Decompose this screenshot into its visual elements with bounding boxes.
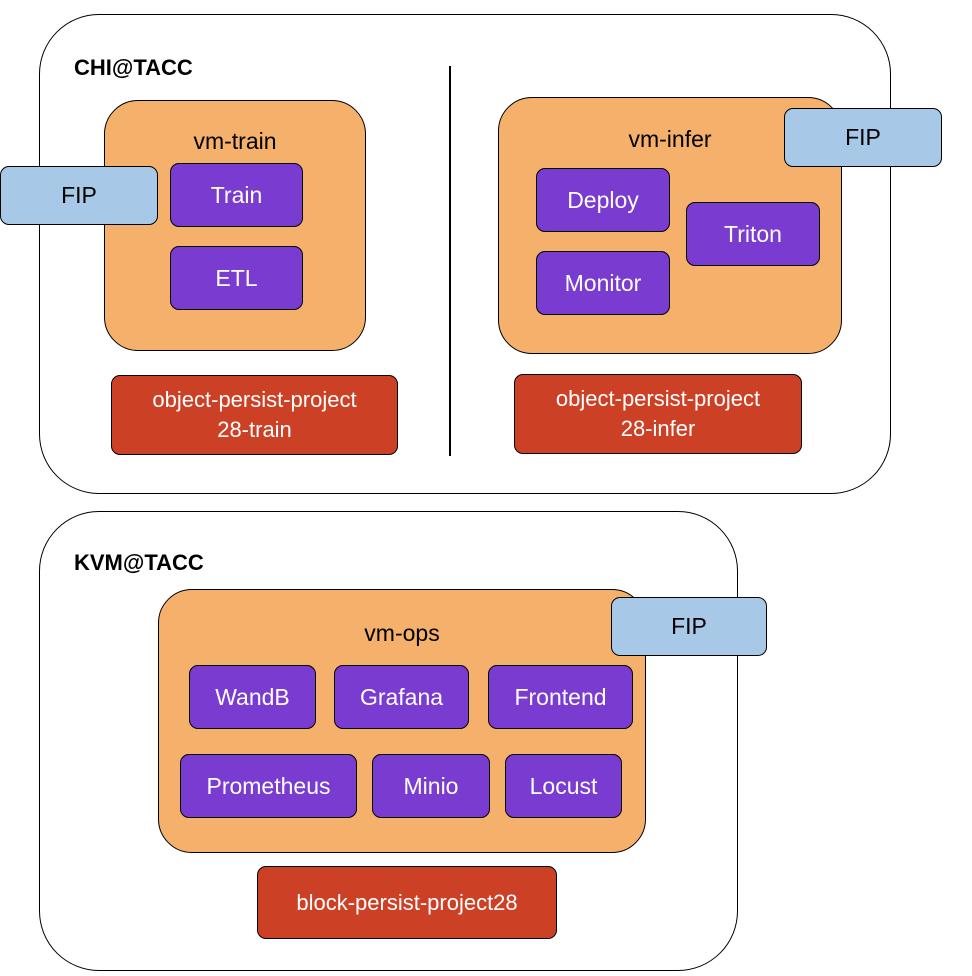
- storage-ops: block-persist-project28: [257, 866, 557, 939]
- vm-infer-label: vm-infer: [628, 126, 712, 152]
- site-label-kvm: KVM@TACC: [74, 550, 204, 575]
- vm-train-label: vm-train: [193, 128, 277, 154]
- fip-infer: FIP: [784, 108, 942, 167]
- service-locust: Locust: [505, 754, 622, 818]
- site-label-chi: CHI@TACC: [74, 55, 193, 80]
- service-frontend: Frontend: [488, 665, 633, 729]
- service-monitor: Monitor: [536, 251, 670, 315]
- service-wandb: WandB: [189, 665, 316, 729]
- storage-infer: object-persist-project 28-infer: [514, 374, 802, 454]
- storage-infer-line-1: object-persist-project: [555, 386, 761, 411]
- fip-train: FIP: [0, 166, 158, 225]
- storage-train: object-persist-project 28-train: [111, 375, 398, 455]
- storage-infer-line-2: 28-infer: [620, 416, 696, 441]
- service-minio: Minio: [372, 754, 490, 818]
- fip-ops: FIP: [611, 597, 767, 656]
- site-divider: [449, 66, 451, 456]
- storage-train-line-1: object-persist-project: [152, 387, 357, 412]
- service-prometheus: Prometheus: [180, 754, 357, 818]
- service-train: Train: [170, 163, 303, 227]
- service-triton: Triton: [686, 202, 820, 266]
- service-grafana: Grafana: [334, 665, 469, 729]
- vm-ops-label: vm-ops: [364, 620, 440, 646]
- service-deploy: Deploy: [536, 168, 670, 232]
- storage-train-line-2: 28-train: [217, 417, 292, 442]
- service-etl: ETL: [170, 246, 303, 310]
